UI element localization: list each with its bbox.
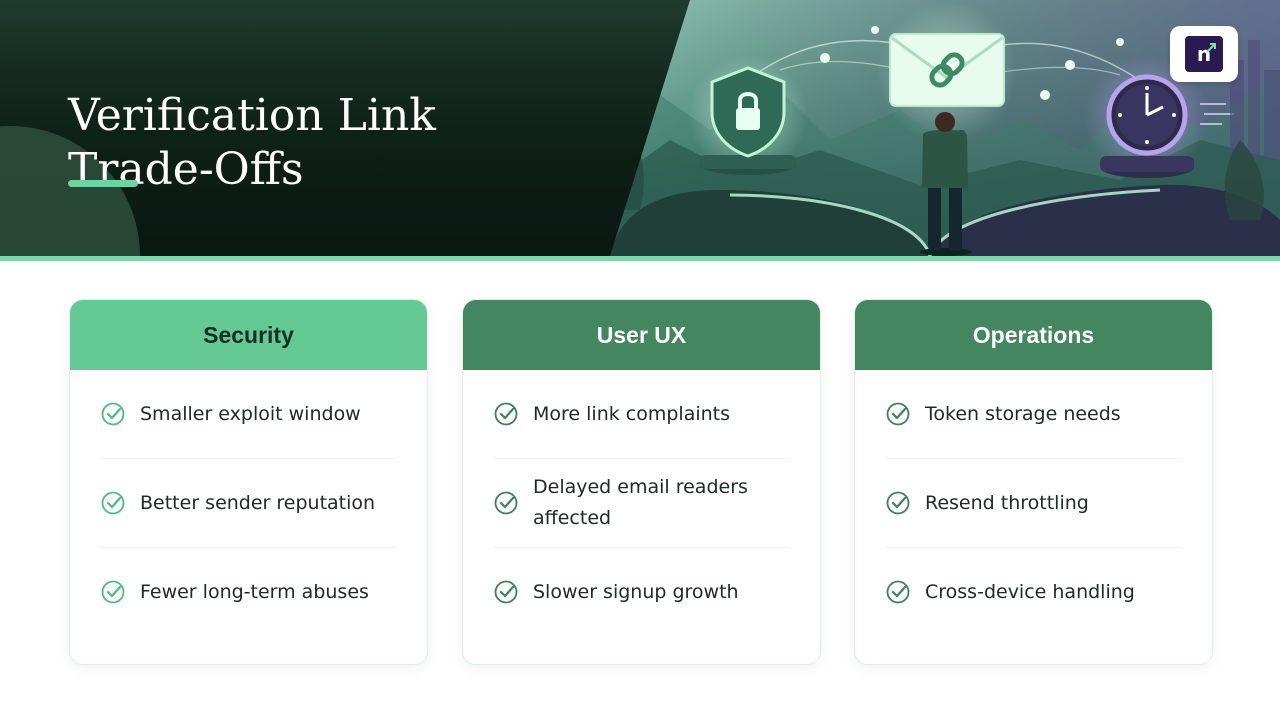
check-circle-icon — [494, 580, 518, 604]
item-text: Fewer long-term abuses — [140, 580, 369, 603]
list-item: More link complaints — [493, 370, 790, 459]
card-header-user-ux: User UX — [463, 300, 820, 370]
list-item: Slower signup growth — [493, 548, 790, 636]
hero-divider — [0, 256, 1280, 261]
list-item: Delayed email readers affected — [493, 459, 790, 548]
card-user-ux: User UX More link complaints Delayed ema… — [462, 299, 821, 665]
item-text: Delayed email readers affected — [533, 476, 748, 529]
check-circle-icon — [101, 402, 125, 426]
card-security: Security Smaller exploit window Better s… — [69, 299, 428, 665]
check-circle-icon — [886, 402, 910, 426]
check-circle-icon — [886, 580, 910, 604]
item-text: Slower signup growth — [533, 580, 739, 603]
list-item: Fewer long-term abuses — [100, 548, 397, 636]
card-list-security: Smaller exploit window Better sender rep… — [70, 370, 427, 636]
brand-logo-icon: n — [1185, 36, 1223, 72]
check-circle-icon — [101, 580, 125, 604]
item-text: Resend throttling — [925, 491, 1089, 514]
check-circle-icon — [101, 491, 125, 515]
item-text: Better sender reputation — [140, 491, 376, 514]
brand-logo: n — [1170, 26, 1238, 82]
item-text: Cross-device handling — [925, 580, 1135, 603]
list-item: Token storage needs — [885, 370, 1182, 459]
check-circle-icon — [494, 491, 518, 515]
check-circle-icon — [494, 402, 518, 426]
person-figure — [920, 112, 972, 256]
list-item: Resend throttling — [885, 459, 1182, 548]
item-text: Smaller exploit window — [140, 402, 361, 425]
title-underline — [68, 180, 138, 187]
card-header-security: Security — [70, 300, 427, 370]
card-operations: Operations Token storage needs Resend th… — [854, 299, 1213, 665]
item-text: Token storage needs — [925, 402, 1121, 425]
check-circle-icon — [886, 491, 910, 515]
card-list-user-ux: More link complaints Delayed email reade… — [463, 370, 820, 636]
list-item: Cross-device handling — [885, 548, 1182, 636]
list-item: Better sender reputation — [100, 459, 397, 548]
list-item: Smaller exploit window — [100, 370, 397, 459]
page-title: Verification Link Trade-Offs — [68, 90, 436, 196]
card-list-operations: Token storage needs Resend throttling Cr… — [855, 370, 1212, 636]
hero-banner: Verification Link Trade-Offs n — [0, 0, 1280, 256]
hero-illustration — [600, 0, 1280, 256]
item-text: More link complaints — [533, 402, 731, 425]
hero-dark-panel — [0, 0, 690, 256]
card-header-operations: Operations — [855, 300, 1212, 370]
